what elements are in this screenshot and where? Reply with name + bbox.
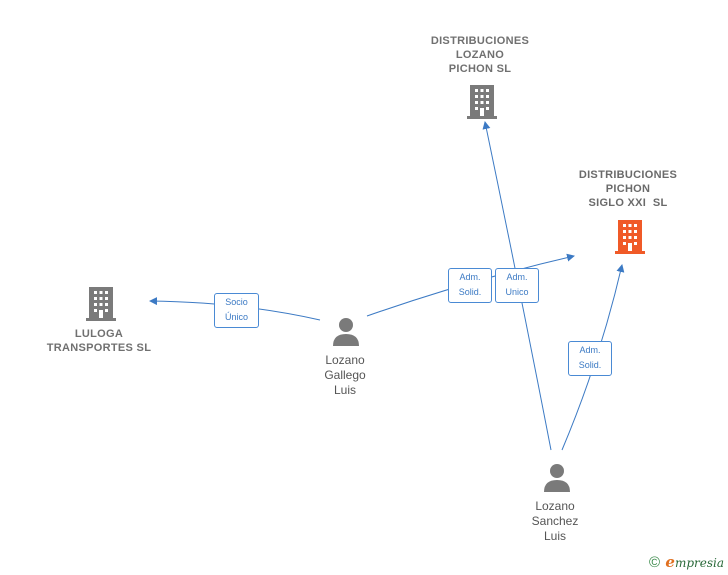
person-label-lozano-sanchez[interactable]: Lozano Sanchez Luis [531, 499, 579, 543]
person-icon[interactable] [542, 463, 572, 493]
company-label-pichon-siglo[interactable]: DISTRIBUCIONES PICHON SIGLO XXI SL [578, 169, 678, 209]
person-label-lozano-gallego[interactable]: Lozano Gallego Luis [324, 353, 366, 397]
person-icon[interactable] [331, 317, 361, 347]
company-label-lozano-pichon[interactable]: DISTRIBUCIONES LOZANO PICHON SL [430, 35, 530, 75]
empresia-logo[interactable]: © empresia [649, 553, 724, 571]
building-icon[interactable] [614, 219, 646, 255]
edge-label-adm-solid-gallego[interactable]: Adm. Solid. [448, 268, 492, 303]
company-label-luloga[interactable]: LULOGA TRANSPORTES SL [46, 328, 152, 354]
edge-label-socio-unico[interactable]: Socio Único [214, 293, 259, 328]
edge-label-adm-unico[interactable]: Adm. Unico [495, 268, 539, 303]
brand-initial: e [665, 553, 675, 571]
brand-name: mpresia [674, 556, 724, 570]
edge-label-adm-solid-sanchez[interactable]: Adm. Solid. [568, 341, 612, 376]
copyright-symbol: © [648, 554, 661, 571]
building-icon[interactable] [85, 286, 117, 322]
building-icon[interactable] [466, 84, 498, 120]
